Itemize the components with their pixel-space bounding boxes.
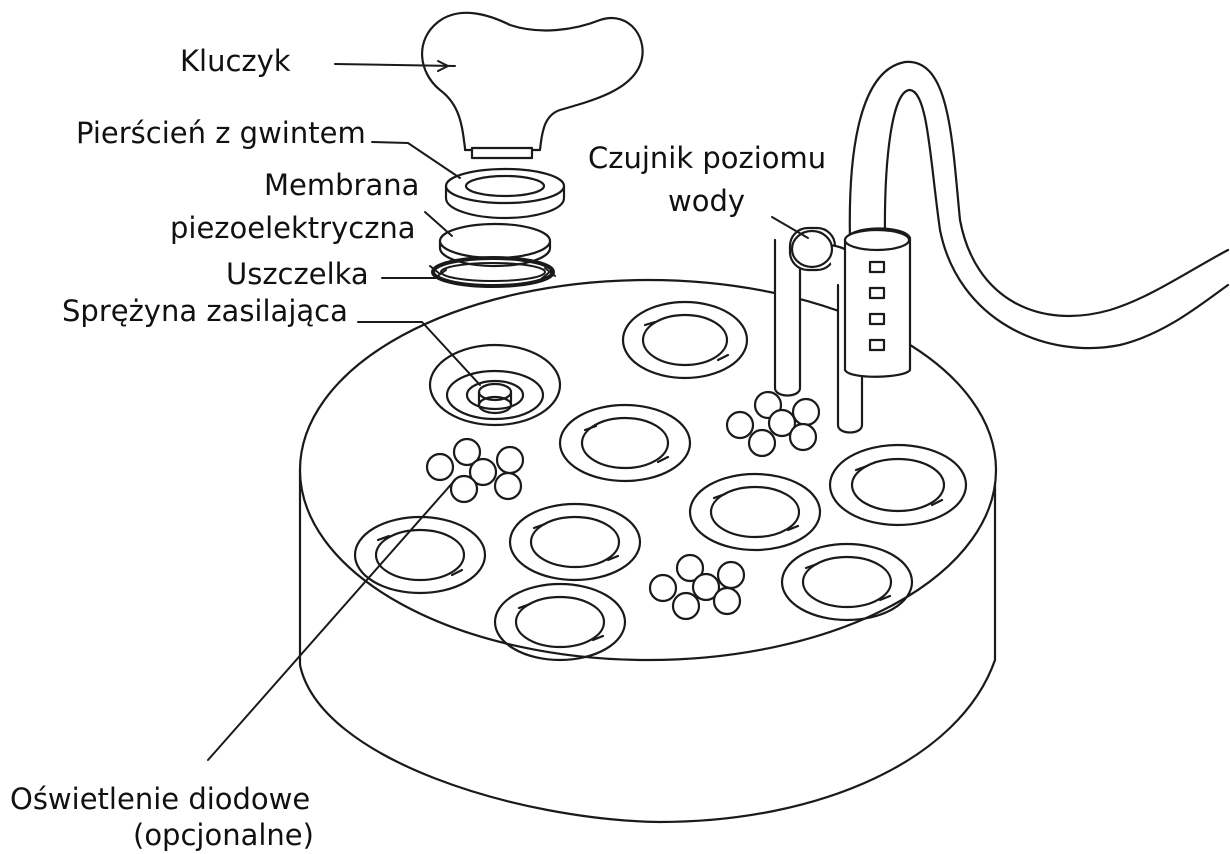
label-membrane-1: Membrana [264, 168, 419, 202]
label-sensor-2: wody [668, 184, 745, 218]
label-membrane-2: piezoelektryczna [170, 211, 416, 245]
threaded-ring [446, 169, 564, 218]
label-spring: Sprężyna zasilająca [62, 294, 348, 328]
label-sensor-1: Czujnik poziomu [588, 141, 826, 175]
label-led-1: Oświetlenie diodowe [10, 782, 310, 816]
gasket [430, 258, 555, 286]
label-led-2: (opcjonalne) [133, 818, 314, 852]
key-icon [422, 13, 643, 158]
label-gasket: Uszczelka [226, 257, 369, 291]
label-key: Kluczyk [180, 44, 291, 78]
label-threaded-ring: Pierścień z gwintem [76, 116, 366, 150]
hose [845, 62, 1228, 377]
